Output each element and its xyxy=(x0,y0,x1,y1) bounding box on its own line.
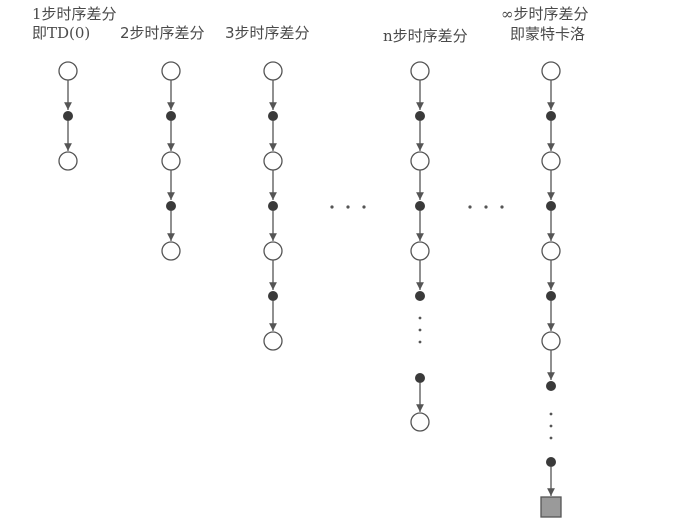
action-node xyxy=(63,111,73,121)
column-1 xyxy=(58,61,78,171)
action-node xyxy=(415,373,425,383)
vertical-ellipsis xyxy=(418,340,422,344)
state-node xyxy=(410,412,430,432)
action-node xyxy=(546,381,556,391)
label-1-step-line2: 即TD(0) xyxy=(32,24,91,42)
ellipsis-right xyxy=(468,205,504,209)
vertical-ellipsis xyxy=(549,436,553,440)
state-node xyxy=(161,61,181,81)
label-inf-step-line1: ∞步时序差分 xyxy=(501,5,589,23)
state-node xyxy=(58,61,78,81)
vertical-ellipsis xyxy=(418,316,422,320)
state-node xyxy=(161,151,181,171)
state-node xyxy=(541,241,561,261)
action-node xyxy=(268,201,278,211)
state-node xyxy=(263,151,283,171)
action-node xyxy=(415,111,425,121)
vertical-ellipsis xyxy=(418,328,422,332)
state-node xyxy=(410,61,430,81)
state-node xyxy=(541,151,561,171)
state-node xyxy=(541,61,561,81)
action-node xyxy=(268,291,278,301)
state-node xyxy=(263,241,283,261)
action-node xyxy=(546,201,556,211)
label-n-step: n步时序差分 xyxy=(383,27,468,45)
vertical-ellipsis xyxy=(549,412,553,416)
ellipsis-left xyxy=(330,205,366,209)
column-3 xyxy=(263,61,283,351)
vertical-ellipsis xyxy=(549,424,553,428)
label-1-step-line1: 1步时序差分 xyxy=(32,5,117,23)
state-node xyxy=(263,331,283,351)
action-node xyxy=(415,201,425,211)
state-node xyxy=(410,151,430,171)
action-node xyxy=(166,111,176,121)
label-inf-step-line2: 即蒙特卡洛 xyxy=(510,25,586,43)
action-node xyxy=(546,291,556,301)
state-node xyxy=(541,331,561,351)
column-2 xyxy=(161,61,181,261)
state-node xyxy=(263,61,283,81)
state-node xyxy=(410,241,430,261)
column-4 xyxy=(410,61,430,432)
label-3-step: 3步时序差分 xyxy=(225,24,310,42)
action-node xyxy=(546,111,556,121)
action-node xyxy=(415,291,425,301)
label-2-step: 2步时序差分 xyxy=(120,24,205,42)
state-node xyxy=(161,241,181,261)
column-5 xyxy=(540,61,562,518)
terminal-node xyxy=(540,496,562,518)
action-node xyxy=(166,201,176,211)
action-node xyxy=(268,111,278,121)
state-node xyxy=(58,151,78,171)
action-node xyxy=(546,457,556,467)
